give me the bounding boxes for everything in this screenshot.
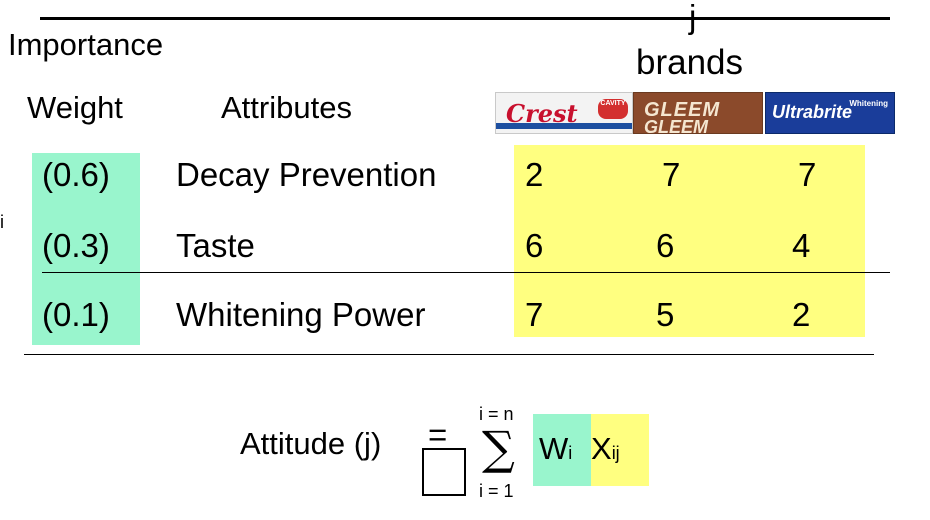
attributes-label: Attributes xyxy=(221,90,352,125)
row-3-value-gleem: 5 xyxy=(656,296,675,333)
w-term-highlight xyxy=(533,414,591,486)
row-2-value-ultrabrite: 4 xyxy=(792,227,811,264)
row-3-value-ultrabrite: 2 xyxy=(792,296,811,333)
importance-label: Importance xyxy=(8,27,164,62)
formula-equals: = xyxy=(428,416,448,453)
bottom-rule xyxy=(24,354,874,355)
formula-x-symbol: X xyxy=(591,431,612,466)
i-label: i xyxy=(0,212,4,232)
row-2-value-gleem: 6 xyxy=(656,227,675,264)
row-1-value-crest: 2 xyxy=(525,156,544,193)
formula-w: Wi xyxy=(539,433,572,464)
crest-box-image: Crest CAVITY xyxy=(495,92,633,134)
x-term-highlight xyxy=(591,414,649,486)
sum-upper-limit: i = n xyxy=(479,404,514,424)
gleem-logo-text-lower: GLEEM xyxy=(644,117,709,134)
crest-stripe xyxy=(496,123,632,129)
ultrabrite-logo-text: Ultrabrite xyxy=(772,102,853,122)
ultrabrite-box-image: Ultrabrite Whitening xyxy=(765,92,895,134)
row-2-attribute: Taste xyxy=(176,227,255,264)
sum-symbol: ∑ xyxy=(482,421,515,475)
brands-label: brands xyxy=(636,43,744,82)
formula-w-symbol: W xyxy=(539,431,569,466)
gleem-logo-text: GLEEM xyxy=(644,99,721,121)
formula-lhs: Attitude (j) xyxy=(240,426,382,461)
row-2-weight: (0.3) xyxy=(42,227,110,264)
weight-highlight xyxy=(32,153,140,345)
row-3-value-crest: 7 xyxy=(525,296,544,333)
j-label: j xyxy=(689,0,697,35)
middle-rule xyxy=(42,272,890,273)
formula-x: Xij xyxy=(591,433,620,464)
ultrabrite-whitening-text: Whitening xyxy=(849,99,888,108)
row-1-value-ultrabrite: 7 xyxy=(798,156,817,193)
sum-lower-limit: i = 1 xyxy=(479,481,514,501)
row-3-weight: (0.1) xyxy=(42,296,110,333)
weight-label: Weight xyxy=(27,90,123,125)
row-3-attribute: Whitening Power xyxy=(176,296,426,333)
row-1-attribute: Decay Prevention xyxy=(176,156,437,193)
formula-w-subscript: i xyxy=(568,443,573,463)
formula-x-subscript: ij xyxy=(611,443,620,463)
formula-empty-box xyxy=(422,448,466,496)
top-rule xyxy=(40,17,890,20)
row-1-value-gleem: 7 xyxy=(662,156,681,193)
crest-cavity-tag: CAVITY xyxy=(598,99,628,119)
row-2-value-crest: 6 xyxy=(525,227,544,264)
values-highlight xyxy=(514,145,865,337)
gleem-box-image: GLEEM GLEEM xyxy=(633,92,763,134)
row-1-weight: (0.6) xyxy=(42,156,110,193)
